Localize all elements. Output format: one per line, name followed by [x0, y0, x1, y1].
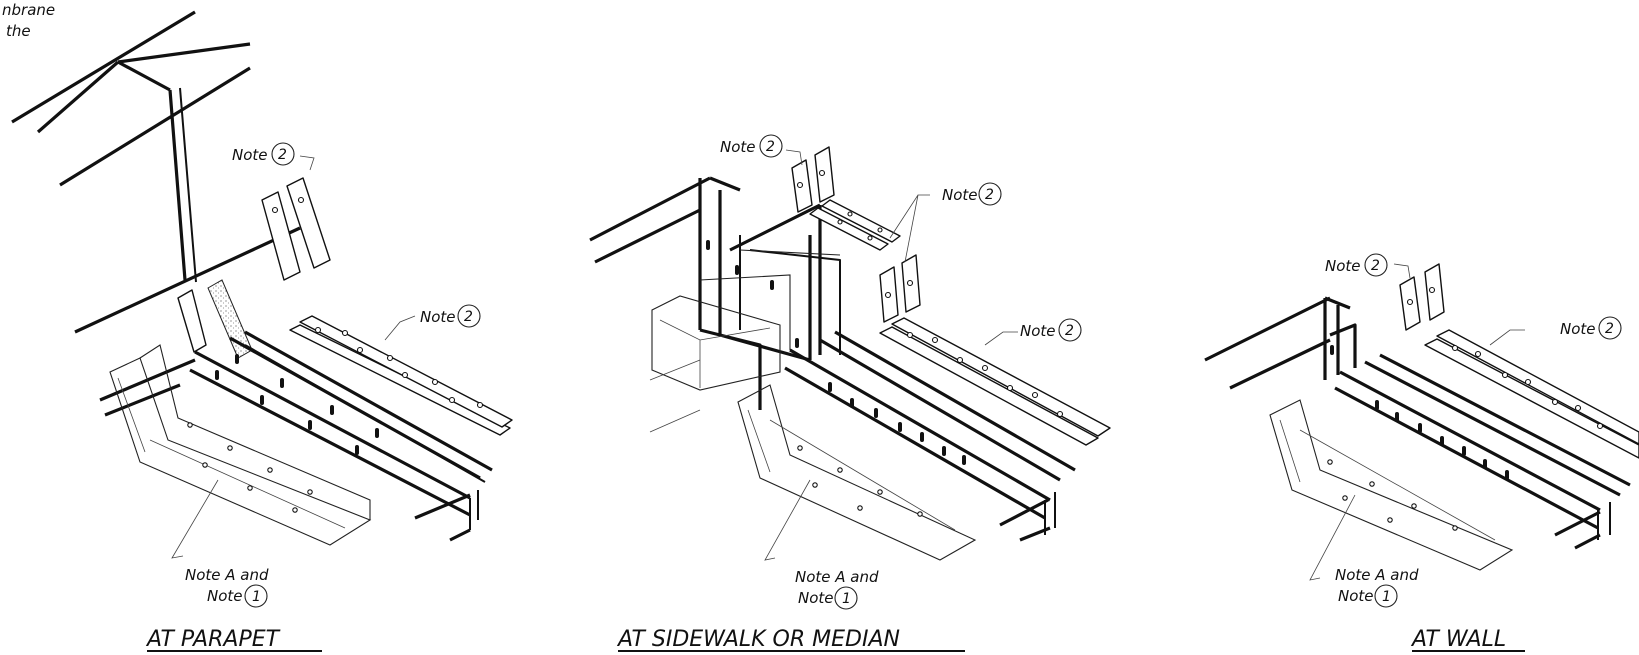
wall-note-2-right-number: 2 [1605, 321, 1614, 337]
sidewalk-top-bars [809, 199, 901, 251]
parapet-detail: Note 2 Note 2 Note A and Note 1 AT PARAP… [11, 10, 513, 652]
sidewalk-note-a-line-2: Note [798, 589, 834, 607]
splice-bars [289, 315, 513, 436]
parapet-note-a-line-1: Note A and [185, 566, 269, 584]
parapet-note-2-top-label: Note [232, 146, 268, 164]
corner-note: nbrane the [2, 1, 55, 40]
sidewalk-note-2-right-number: 2 [1065, 323, 1074, 339]
wall-title: AT WALL [1410, 627, 1506, 652]
wall-splice-bars [1424, 329, 1639, 459]
sidewalk-splice-plates [791, 146, 921, 323]
sidewalk-note-1-circle [834, 586, 858, 610]
wall-note-2-top-circle [1364, 253, 1388, 277]
sidewalk-detail: Note 2 Note 2 Note 2 Note A and Note 1 A… [589, 134, 1111, 652]
sidewalk-note-1-number: 1 [842, 591, 851, 607]
seal-box [109, 344, 372, 546]
sidewalk-seal-box [651, 295, 977, 561]
sidewalk-splice-bars [879, 317, 1111, 446]
parapet-note-2-top-number: 2 [278, 147, 287, 163]
parapet-note-1-number: 1 [252, 589, 261, 605]
corner-note-line-2: the [6, 22, 31, 40]
sidewalk-note-2-mid-circle [978, 182, 1002, 206]
wall-note-2-top-number: 2 [1371, 258, 1380, 274]
parapet-note-a-line-2: Note [207, 587, 243, 605]
sidewalk-note-2-mid-number: 2 [985, 187, 994, 203]
sidewalk-title: AT SIDEWALK OR MEDIAN [616, 627, 900, 652]
splice-plates [261, 177, 331, 281]
sidewalk-note-2-mid-label: Note [942, 186, 978, 204]
wall-note-2-top-label: Note [1325, 257, 1361, 275]
parapet-note-1-circle [244, 584, 268, 608]
sidewalk-note-2-right-label: Note [1020, 322, 1056, 340]
wall-note-1-circle [1374, 584, 1398, 608]
sidewalk-note-2-top-circle [759, 134, 783, 158]
wall-note-1-number: 1 [1382, 589, 1391, 605]
sidewalk-note-2-right-circle [1058, 318, 1082, 342]
parapet-note-2-right-label: Note [420, 308, 456, 326]
wall-splice-plates [1399, 263, 1445, 331]
sidewalk-note-a-line-1: Note A and [795, 568, 879, 586]
parapet-note-2-top-circle [271, 142, 295, 166]
wall-note-a-line-2: Note [1338, 587, 1374, 605]
parapet-note-2-right-number: 2 [464, 309, 473, 325]
wall-seal-box [1269, 399, 1514, 571]
parapet-title: AT PARAPET [145, 627, 281, 652]
wall-note-a-line-1: Note A and [1335, 566, 1419, 584]
wall-detail: Note 2 Note 2 Note A and Note 1 AT WALL [1204, 253, 1639, 652]
sidewalk-note-2-top-label: Note [720, 138, 756, 156]
corner-note-line-1: nbrane [2, 1, 55, 19]
wall-note-2-right-circle [1598, 316, 1622, 340]
wall-note-2-right-label: Note [1560, 320, 1596, 338]
sidewalk-note-2-top-number: 2 [766, 139, 775, 155]
parapet-note-2-right-circle [457, 304, 481, 328]
